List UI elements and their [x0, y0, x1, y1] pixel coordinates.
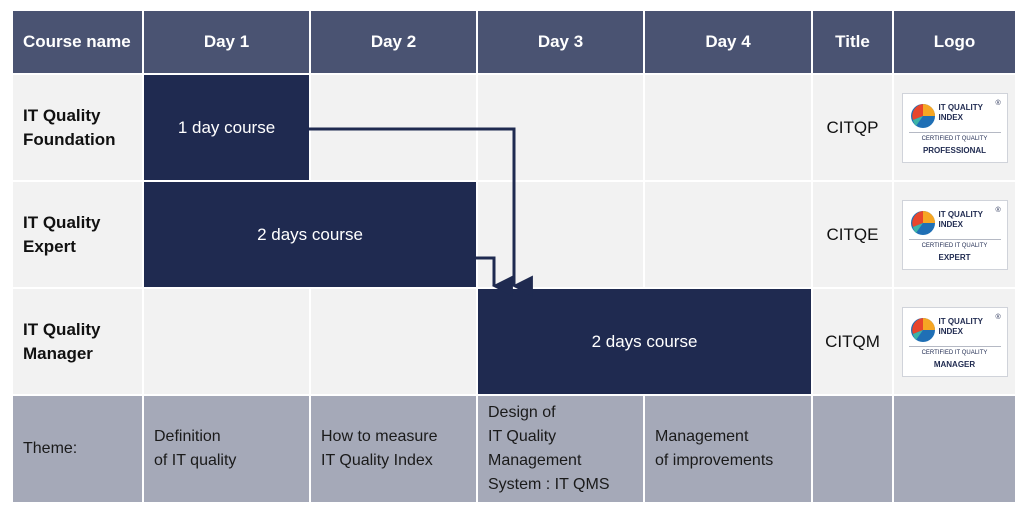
empty-cell	[311, 75, 476, 180]
course-name-manager: IT Quality Manager	[13, 289, 142, 394]
theme-day-2: How to measure IT Quality Index	[311, 396, 476, 502]
title-code-expert: CITQE	[813, 182, 892, 287]
it-quality-index-logo-icon	[910, 210, 935, 235]
logo-level-text: EXPERT	[938, 252, 971, 262]
header-day-1: Day 1	[144, 11, 309, 73]
registered-mark: ®	[995, 313, 1001, 321]
certification-logo: IT QUALITY INDEX ® CERTIFIED IT QUALITY …	[901, 306, 1008, 377]
logo-divider	[908, 131, 1001, 133]
course-bar-expert: 2 days course	[144, 182, 476, 287]
course-bar-manager: 2 days course	[478, 289, 811, 394]
certification-logo: IT QUALITY INDEX ® CERTIFIED IT QUALITY …	[901, 199, 1008, 270]
logo-brand-text: IT QUALITY INDEX	[938, 102, 983, 122]
logo-level-text: MANAGER	[933, 359, 976, 369]
theme-label: Theme:	[13, 396, 142, 502]
registered-mark: ®	[995, 99, 1001, 107]
theme-title-empty	[813, 396, 892, 502]
it-quality-index-logo-icon	[910, 317, 935, 342]
empty-cell	[478, 75, 643, 180]
logo-brand-text: IT QUALITY INDEX	[938, 209, 983, 229]
logo-brand-text: IT QUALITY INDEX	[938, 316, 983, 336]
logo-cell-manager: IT QUALITY INDEX ® CERTIFIED IT QUALITY …	[894, 289, 1015, 394]
theme-day-3: Design of IT Quality Management System :…	[478, 396, 643, 502]
header-course-name: Course name	[13, 11, 142, 73]
theme-day-1: Definition of IT quality	[144, 396, 309, 502]
header-logo: Logo	[894, 11, 1015, 73]
logo-cert-text: CERTIFIED IT QUALITY	[921, 242, 988, 249]
empty-cell	[645, 75, 811, 180]
header-day-4: Day 4	[645, 11, 811, 73]
empty-cell	[478, 182, 643, 287]
logo-cell-foundation: IT QUALITY INDEX ® CERTIFIED IT QUALITY …	[894, 75, 1015, 180]
course-name-expert: IT Quality Expert	[13, 182, 142, 287]
it-quality-index-logo-icon	[910, 103, 935, 128]
logo-divider	[908, 345, 1001, 347]
header-day-2: Day 2	[311, 11, 476, 73]
course-name-foundation: IT Quality Foundation	[13, 75, 142, 180]
registered-mark: ®	[995, 206, 1001, 214]
theme-logo-empty	[894, 396, 1015, 502]
certification-logo: IT QUALITY INDEX ® CERTIFIED IT QUALITY …	[901, 92, 1008, 163]
empty-cell	[311, 289, 476, 394]
logo-level-text: PROFESSIONAL	[922, 145, 987, 155]
logo-cell-expert: IT QUALITY INDEX ® CERTIFIED IT QUALITY …	[894, 182, 1015, 287]
logo-cert-text: CERTIFIED IT QUALITY	[921, 135, 988, 142]
course-bar-foundation: 1 day course	[144, 75, 309, 180]
header-title: Title	[813, 11, 892, 73]
header-day-3: Day 3	[478, 11, 643, 73]
empty-cell	[645, 182, 811, 287]
title-code-foundation: CITQP	[813, 75, 892, 180]
title-code-manager: CITQM	[813, 289, 892, 394]
empty-cell	[144, 289, 309, 394]
logo-divider	[908, 238, 1001, 240]
theme-day-4: Management of improvements	[645, 396, 811, 502]
logo-cert-text: CERTIFIED IT QUALITY	[921, 349, 988, 356]
